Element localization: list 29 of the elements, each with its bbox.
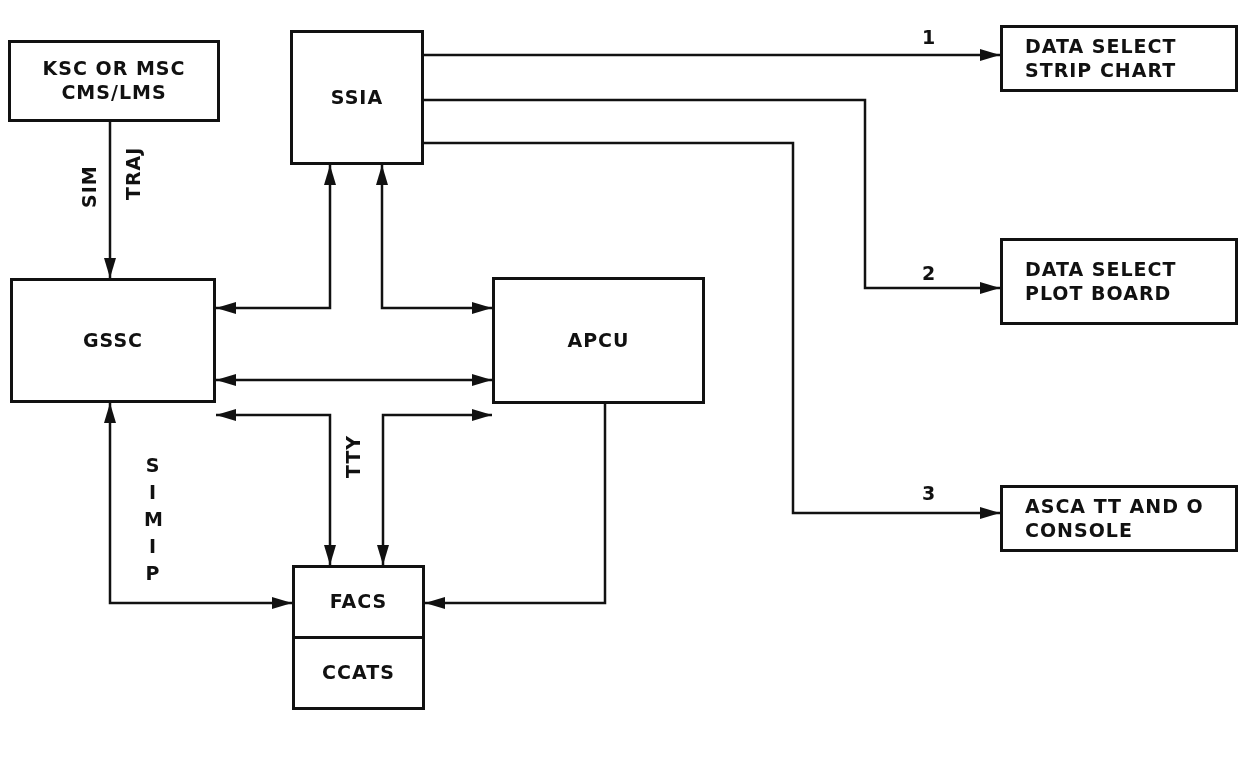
box-label: SSIA — [330, 85, 384, 110]
box-label: DATA SELECT PLOT BOARD — [1025, 257, 1178, 306]
process-box — [8, 40, 220, 122]
arrow — [104, 122, 116, 278]
box-label: CCATS — [322, 661, 395, 685]
process-box — [10, 278, 216, 403]
arrow — [376, 165, 492, 314]
box-label: ASCA TT AND O CONSOLE — [1025, 494, 1205, 543]
arrow — [424, 98, 1000, 294]
box-label: KSC OR MSC CMS/LMS — [41, 57, 187, 105]
process-box — [1000, 485, 1238, 552]
arrow — [424, 49, 1000, 61]
process-box — [292, 565, 425, 639]
box-label: DATA SELECT STRIP CHART — [1025, 34, 1178, 83]
process-box — [292, 636, 425, 710]
process-box — [290, 30, 424, 165]
arrow — [216, 374, 492, 386]
arrow — [216, 165, 336, 314]
box-label: GSSC — [82, 328, 144, 353]
arrow — [216, 409, 336, 565]
process-box — [1000, 25, 1238, 92]
process-box — [492, 277, 705, 404]
arrow — [424, 141, 1000, 519]
arrow — [104, 403, 292, 609]
box-label: APCU — [567, 328, 630, 353]
box-label: FACS — [329, 590, 388, 614]
process-box — [1000, 238, 1238, 325]
arrow — [425, 404, 607, 609]
arrow — [377, 409, 492, 565]
